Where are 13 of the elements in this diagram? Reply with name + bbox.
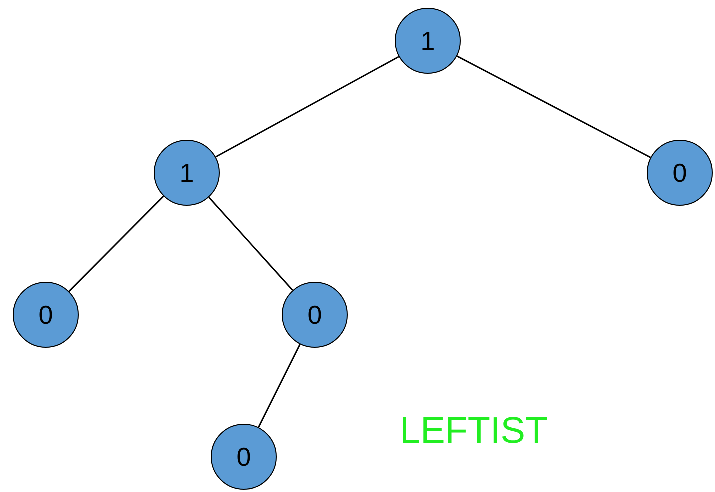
node-value: 0 [236, 442, 252, 472]
connector-line [68, 196, 164, 292]
node-value: 1 [420, 26, 436, 56]
tree-node-circle [154, 140, 220, 206]
node-value: 0 [672, 158, 688, 188]
connector-line [208, 197, 294, 291]
connector-line [258, 344, 301, 428]
connector-line [216, 56, 400, 158]
node-value: 1 [180, 158, 194, 188]
node-value: 0 [308, 300, 322, 330]
node-value: 0 [38, 300, 54, 330]
tree-type-label: LEFTIST [400, 410, 548, 452]
connector-line [456, 56, 652, 158]
